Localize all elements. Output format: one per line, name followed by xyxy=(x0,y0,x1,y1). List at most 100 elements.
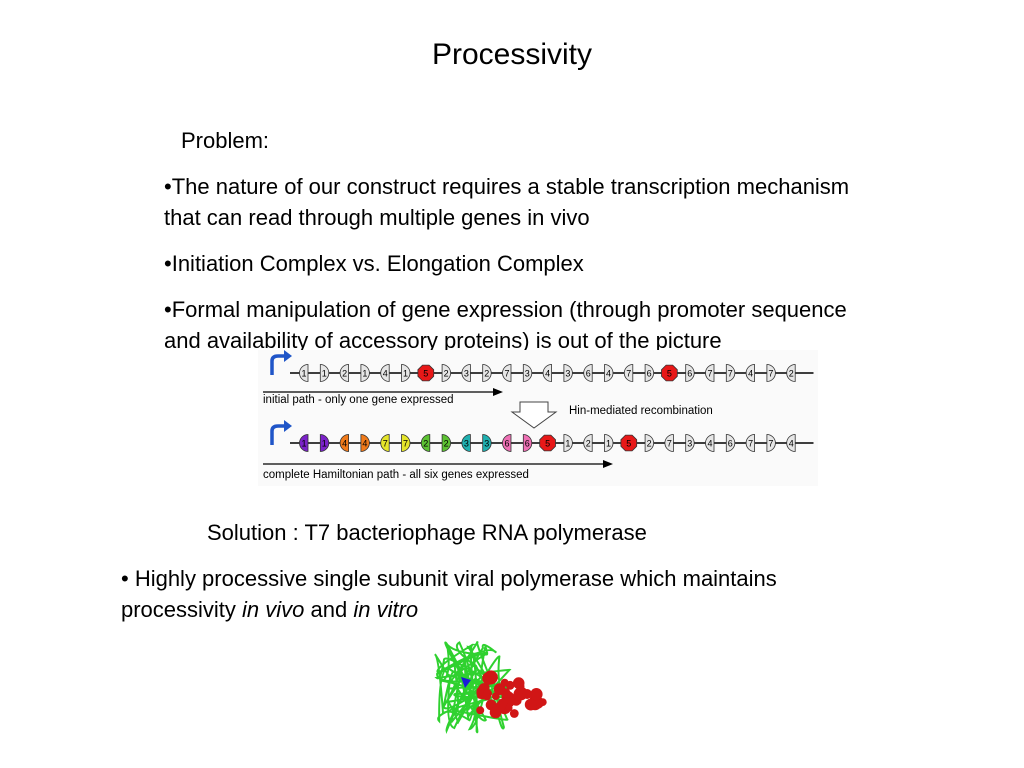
gene-half-right-3 xyxy=(563,364,573,382)
gene-half-left-1 xyxy=(299,434,309,452)
gene-half-right-6 xyxy=(685,364,695,382)
gene-half-left-1 xyxy=(299,364,309,382)
promoter-arrowhead-icon xyxy=(284,420,292,432)
terminator-gene-5 xyxy=(620,434,638,452)
gene-half-right-1 xyxy=(319,434,330,452)
gene-label: 4 xyxy=(707,439,712,449)
gene-label: 6 xyxy=(728,439,733,449)
gene-half-left-6 xyxy=(502,434,512,452)
page-title: Processivity xyxy=(431,38,593,71)
gene-half-right-2 xyxy=(644,434,654,452)
gene-half-left-4 xyxy=(542,364,552,382)
gene-label: 4 xyxy=(383,369,388,379)
gene-label: 4 xyxy=(606,369,611,379)
t7-polymerase-structure-image xyxy=(434,641,547,735)
protein-red-region xyxy=(509,709,519,718)
protein-red-region xyxy=(476,706,485,715)
gene-label: 5 xyxy=(626,439,631,449)
gene-label: 3 xyxy=(687,439,692,449)
gene-label: 5 xyxy=(667,369,672,379)
gene-label: 3 xyxy=(565,369,570,379)
protein-red-region xyxy=(483,689,490,696)
gene-half-left-2 xyxy=(583,434,593,452)
protein-green-ribbon xyxy=(434,641,512,735)
protein-red-region xyxy=(522,689,533,699)
gene-half-right-6 xyxy=(522,434,533,452)
gene-half-left-2 xyxy=(786,364,796,382)
gene-label: 1 xyxy=(606,439,611,449)
protein-blue-marker xyxy=(461,677,471,688)
gene-half-right-2 xyxy=(441,364,451,382)
gene-label: 7 xyxy=(707,369,712,379)
gene-half-left-6 xyxy=(583,364,593,382)
gene-label: 1 xyxy=(403,369,408,379)
gene-label: 7 xyxy=(383,439,388,449)
gene-half-left-7 xyxy=(705,364,715,382)
gene-half-right-4 xyxy=(604,364,614,382)
gene-label: 5 xyxy=(545,439,550,449)
gene-half-right-3 xyxy=(522,364,533,382)
gene-half-left-7 xyxy=(380,434,390,452)
protein-red-region xyxy=(517,686,525,694)
gene-label: 1 xyxy=(322,369,327,379)
gene-label: 3 xyxy=(484,439,489,449)
in-vivo-text: in vivo xyxy=(242,597,305,622)
bullet-complex: •Initiation Complex vs. Elongation Compl… xyxy=(164,251,584,276)
bullet-construct: •The nature of our construct requires a … xyxy=(164,174,850,230)
gene-label: 6 xyxy=(525,439,530,449)
gene-label: 7 xyxy=(728,369,733,379)
promoter-arrowhead-icon xyxy=(284,350,292,362)
gene-half-right-1 xyxy=(401,364,411,382)
gene-half-left-4 xyxy=(705,434,715,452)
gene-label: 4 xyxy=(362,439,367,449)
terminator-gene-5 xyxy=(417,364,435,382)
gene-label: 1 xyxy=(322,439,327,449)
gene-label: 7 xyxy=(403,439,408,449)
protein-red-region xyxy=(530,688,543,701)
protein-red-region xyxy=(500,678,509,687)
gene-half-right-6 xyxy=(725,434,736,452)
in-vitro-text: in vitro xyxy=(353,597,419,622)
gene-label: 1 xyxy=(301,439,306,449)
gene-label: 2 xyxy=(647,439,652,449)
gene-label: 6 xyxy=(586,369,591,379)
processive-text: • Highly processive single subunit viral… xyxy=(121,566,777,622)
gene-label: 7 xyxy=(667,439,672,449)
gene-label: 7 xyxy=(626,369,631,379)
gene-label: 2 xyxy=(586,439,591,449)
gene-half-left-3 xyxy=(461,434,471,452)
gene-label: 4 xyxy=(748,369,753,379)
gene-half-right-6 xyxy=(644,364,654,382)
complete-path-caption: complete Hamiltonian path - all six gene… xyxy=(263,469,529,481)
initial-path-caption: initial path - only one gene expressed xyxy=(263,394,454,406)
gene-label: 6 xyxy=(647,369,652,379)
protein-red-region xyxy=(512,677,525,689)
solution-text: Solution : T7 bacteriophage RNA polymera… xyxy=(207,520,647,545)
gene-label: 7 xyxy=(768,439,773,449)
gene-half-right-2 xyxy=(441,434,451,452)
protein-red-region xyxy=(497,698,508,709)
gene-half-right-7 xyxy=(766,434,776,452)
gene-half-right-7 xyxy=(401,434,411,452)
protein-red-region xyxy=(489,706,502,719)
protein-red-region xyxy=(493,683,506,695)
gene-label: 3 xyxy=(525,369,530,379)
gene-half-right-1 xyxy=(319,364,330,382)
gene-label: 2 xyxy=(789,369,794,379)
gene-label: 2 xyxy=(484,369,489,379)
gene-half-left-2 xyxy=(339,364,349,382)
gene-half-left-4 xyxy=(380,364,390,382)
recombination-label: Hin-mediated recombination xyxy=(569,405,713,417)
gene-label: 7 xyxy=(768,369,773,379)
gene-label: 5 xyxy=(423,369,428,379)
and-text: and xyxy=(304,597,354,622)
gene-label: 1 xyxy=(565,439,570,449)
gene-label: 4 xyxy=(342,439,347,449)
gene-half-left-4 xyxy=(745,364,755,382)
gene-half-left-7 xyxy=(664,434,674,452)
gene-half-left-7 xyxy=(623,364,634,382)
gene-half-right-3 xyxy=(685,434,695,452)
protein-red-region xyxy=(538,698,547,706)
